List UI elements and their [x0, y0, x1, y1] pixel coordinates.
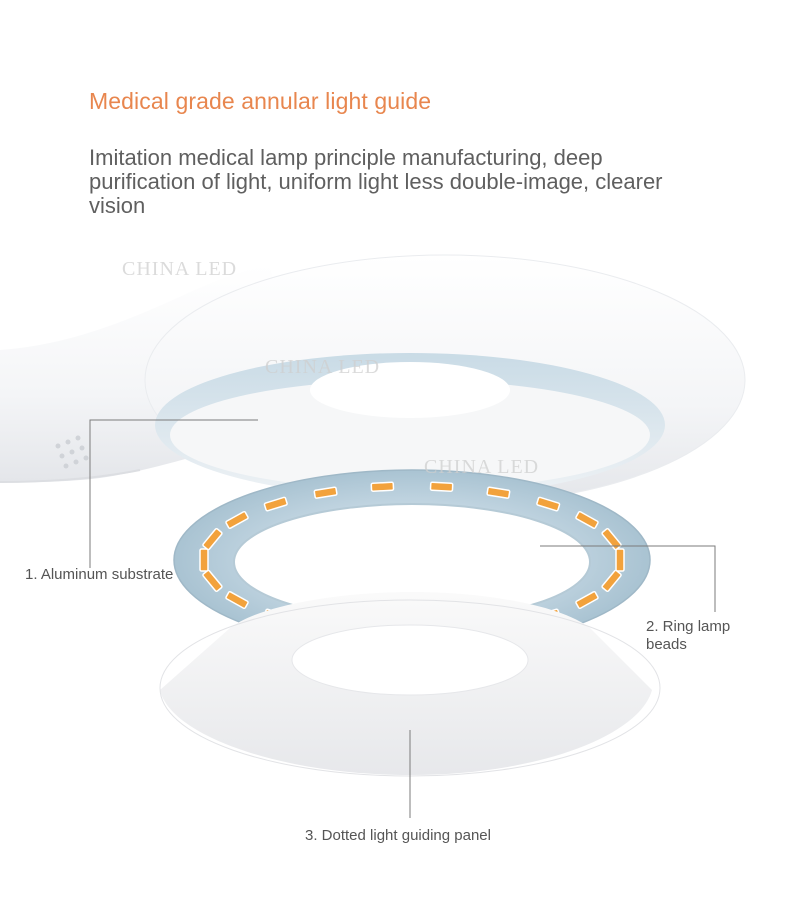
led-bead: [575, 590, 599, 610]
led-bead: [536, 496, 561, 512]
led-bead: [370, 481, 395, 492]
watermark: CHINA LED: [122, 258, 238, 280]
callout-lines: [89, 419, 716, 818]
led-bead: [199, 548, 209, 572]
watermark: CHINA LED: [424, 456, 540, 478]
page-description: Imitation medical lamp principle manufac…: [89, 145, 663, 218]
led-bead: [225, 510, 249, 530]
led-bead: [486, 486, 511, 499]
label-aluminum-substrate: 1. Aluminum substrate: [25, 566, 174, 583]
watermark: CHINA LED: [265, 356, 381, 378]
led-bead: [615, 548, 625, 572]
led-bead: [225, 590, 249, 610]
led-bead: [313, 486, 338, 499]
light-guide-panel: [159, 592, 661, 777]
led-bead: [601, 569, 622, 593]
page-title: Medical grade annular light guide: [89, 88, 432, 114]
led-bead: [263, 496, 288, 512]
label-ring-lamp-beads: 2. Ring lamp beads: [646, 618, 731, 653]
led-bead: [601, 527, 622, 551]
led-bead: [429, 481, 454, 492]
led-bead: [575, 510, 599, 530]
vent-holes: [55, 435, 89, 469]
led-bead: [202, 527, 223, 551]
callout-line-substrate: [89, 419, 258, 568]
lamp-head: [144, 254, 746, 506]
led-bead: [202, 569, 223, 593]
label-light-guiding-panel: 3. Dotted light guiding panel: [305, 827, 491, 844]
callout-line-beads: [540, 545, 716, 612]
center-hole: [310, 362, 510, 418]
